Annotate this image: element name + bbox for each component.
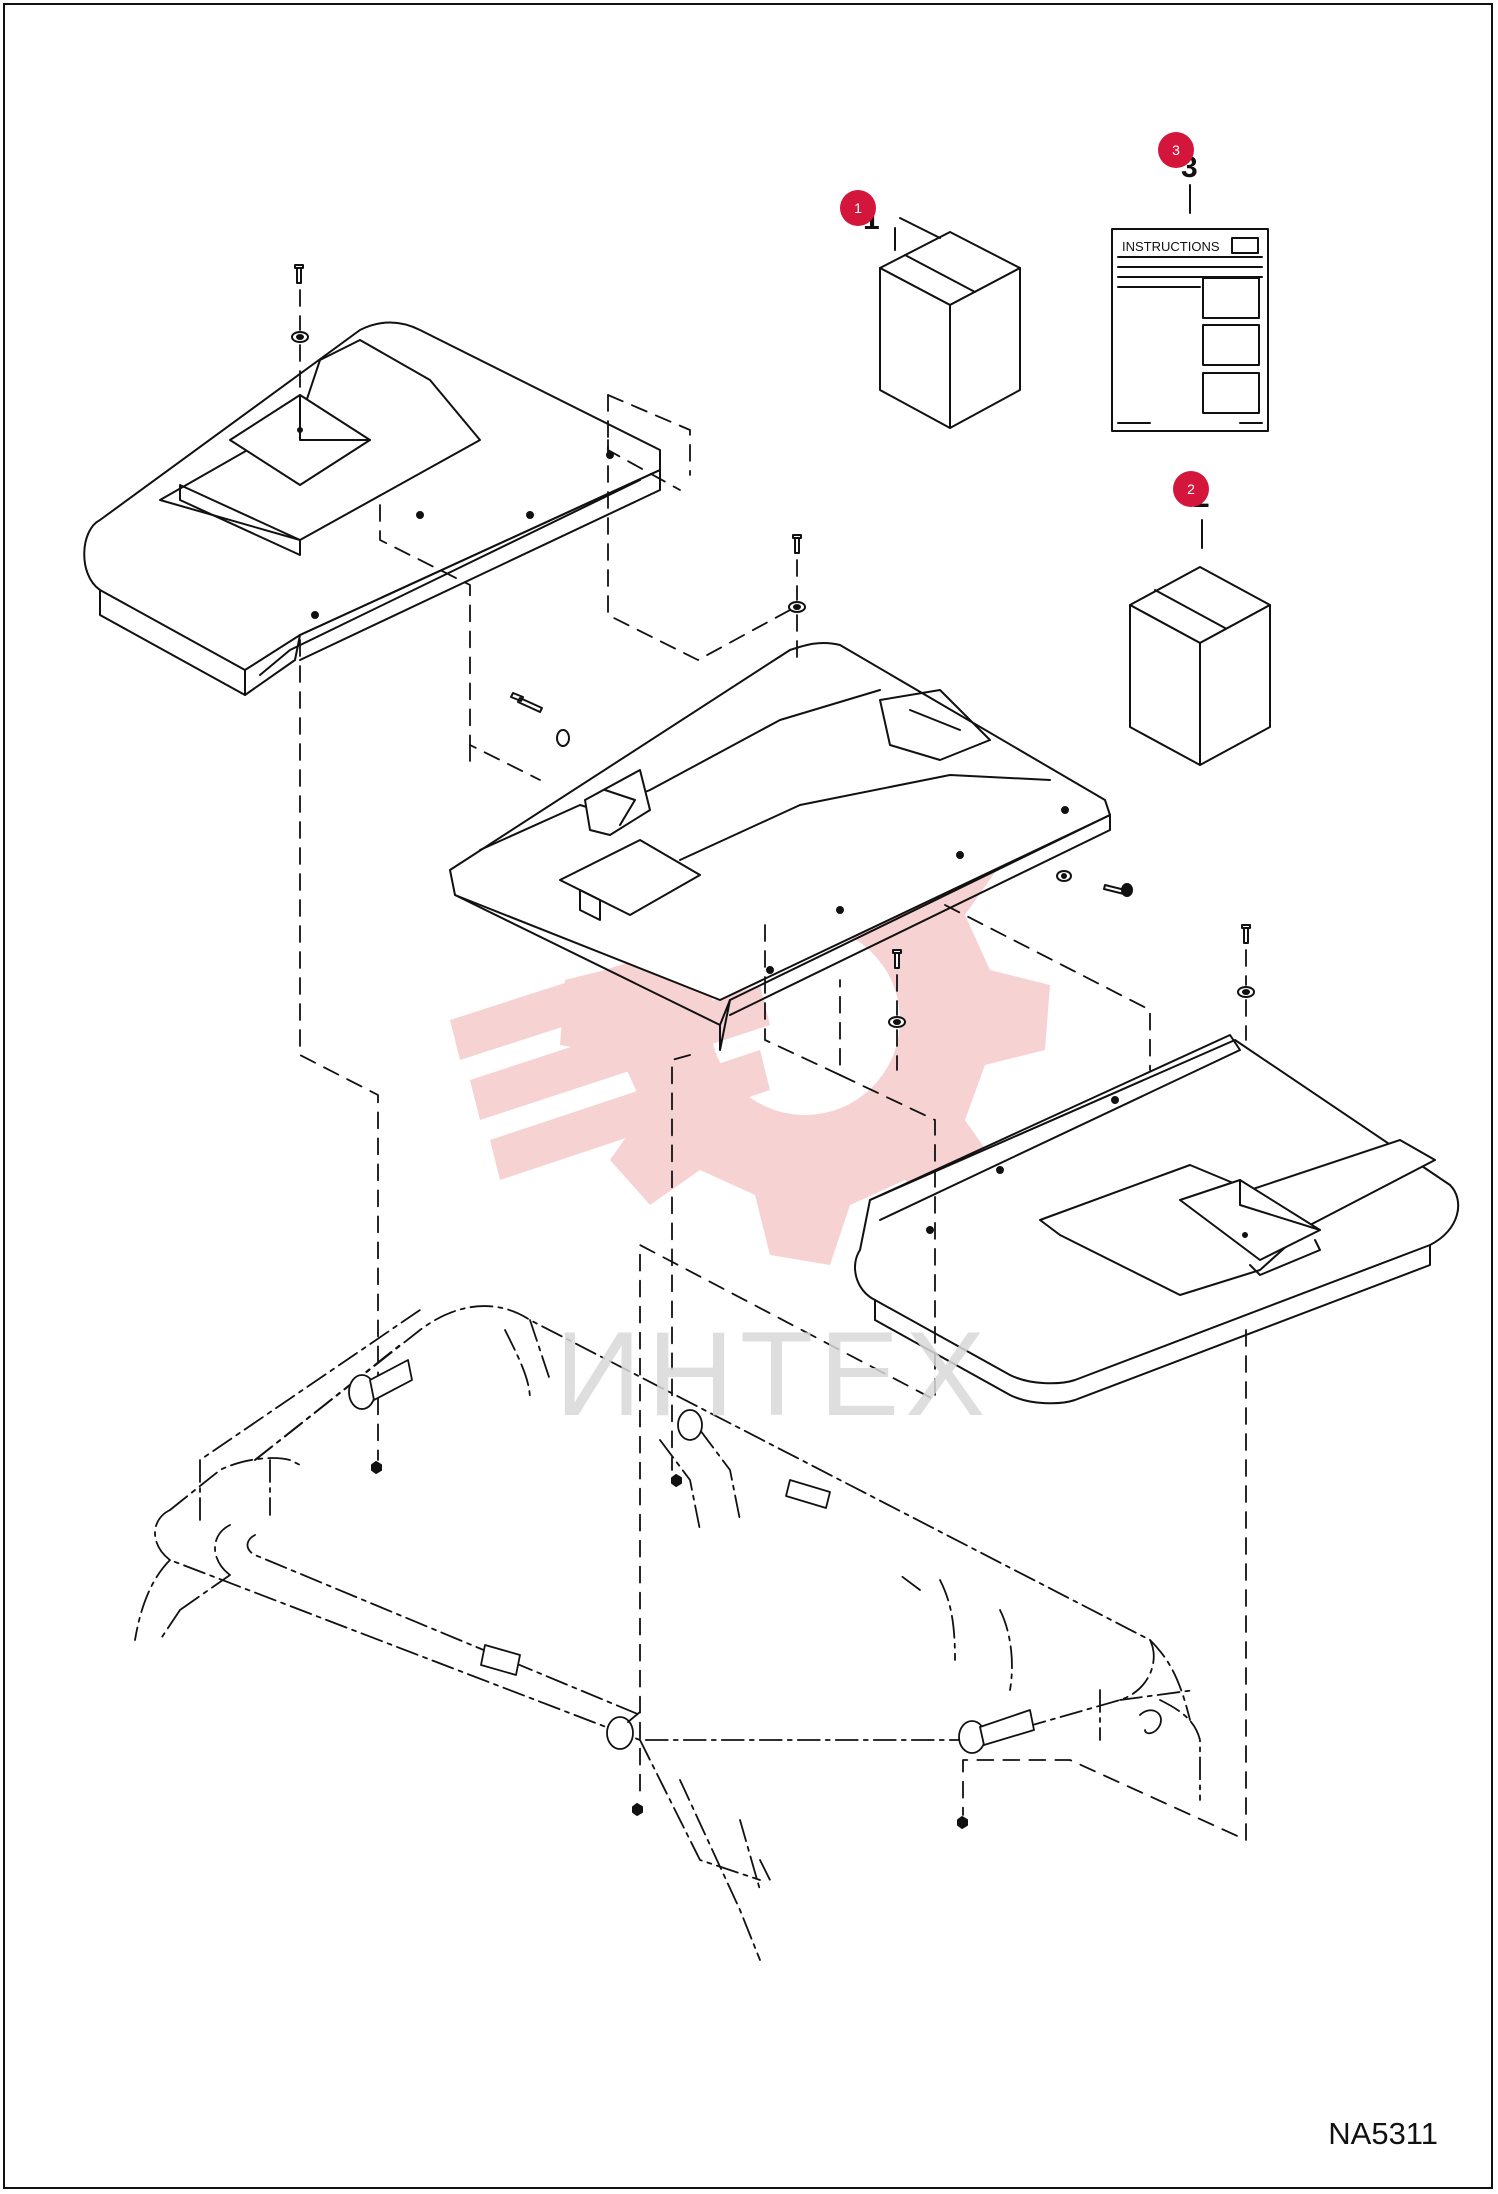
callout-badge-1[interactable]: 1 (840, 190, 876, 226)
parts-box-1 (879, 217, 1021, 429)
callout-badge-2[interactable]: 2 (1173, 471, 1209, 507)
roof-panel-left (83, 321, 661, 696)
callout-badge-3[interactable]: 3 (1158, 132, 1194, 168)
assembly-leader-lines (299, 289, 1247, 1841)
parts-box-2 (1129, 519, 1271, 766)
roof-panel-right (854, 1034, 1460, 1405)
hardware-fasteners (291, 264, 1255, 1829)
drawing-frame (3, 3, 1493, 2189)
instructions-label: INSTRUCTIONS (1122, 239, 1220, 254)
watermark-text: ИНТЕХ (555, 1307, 992, 1441)
roof-panel-center (449, 641, 1111, 1051)
instructions-sheet (1111, 184, 1269, 432)
drawing-code: NA5311 (1328, 2116, 1438, 2151)
mounting-clamps (348, 1359, 1162, 1754)
